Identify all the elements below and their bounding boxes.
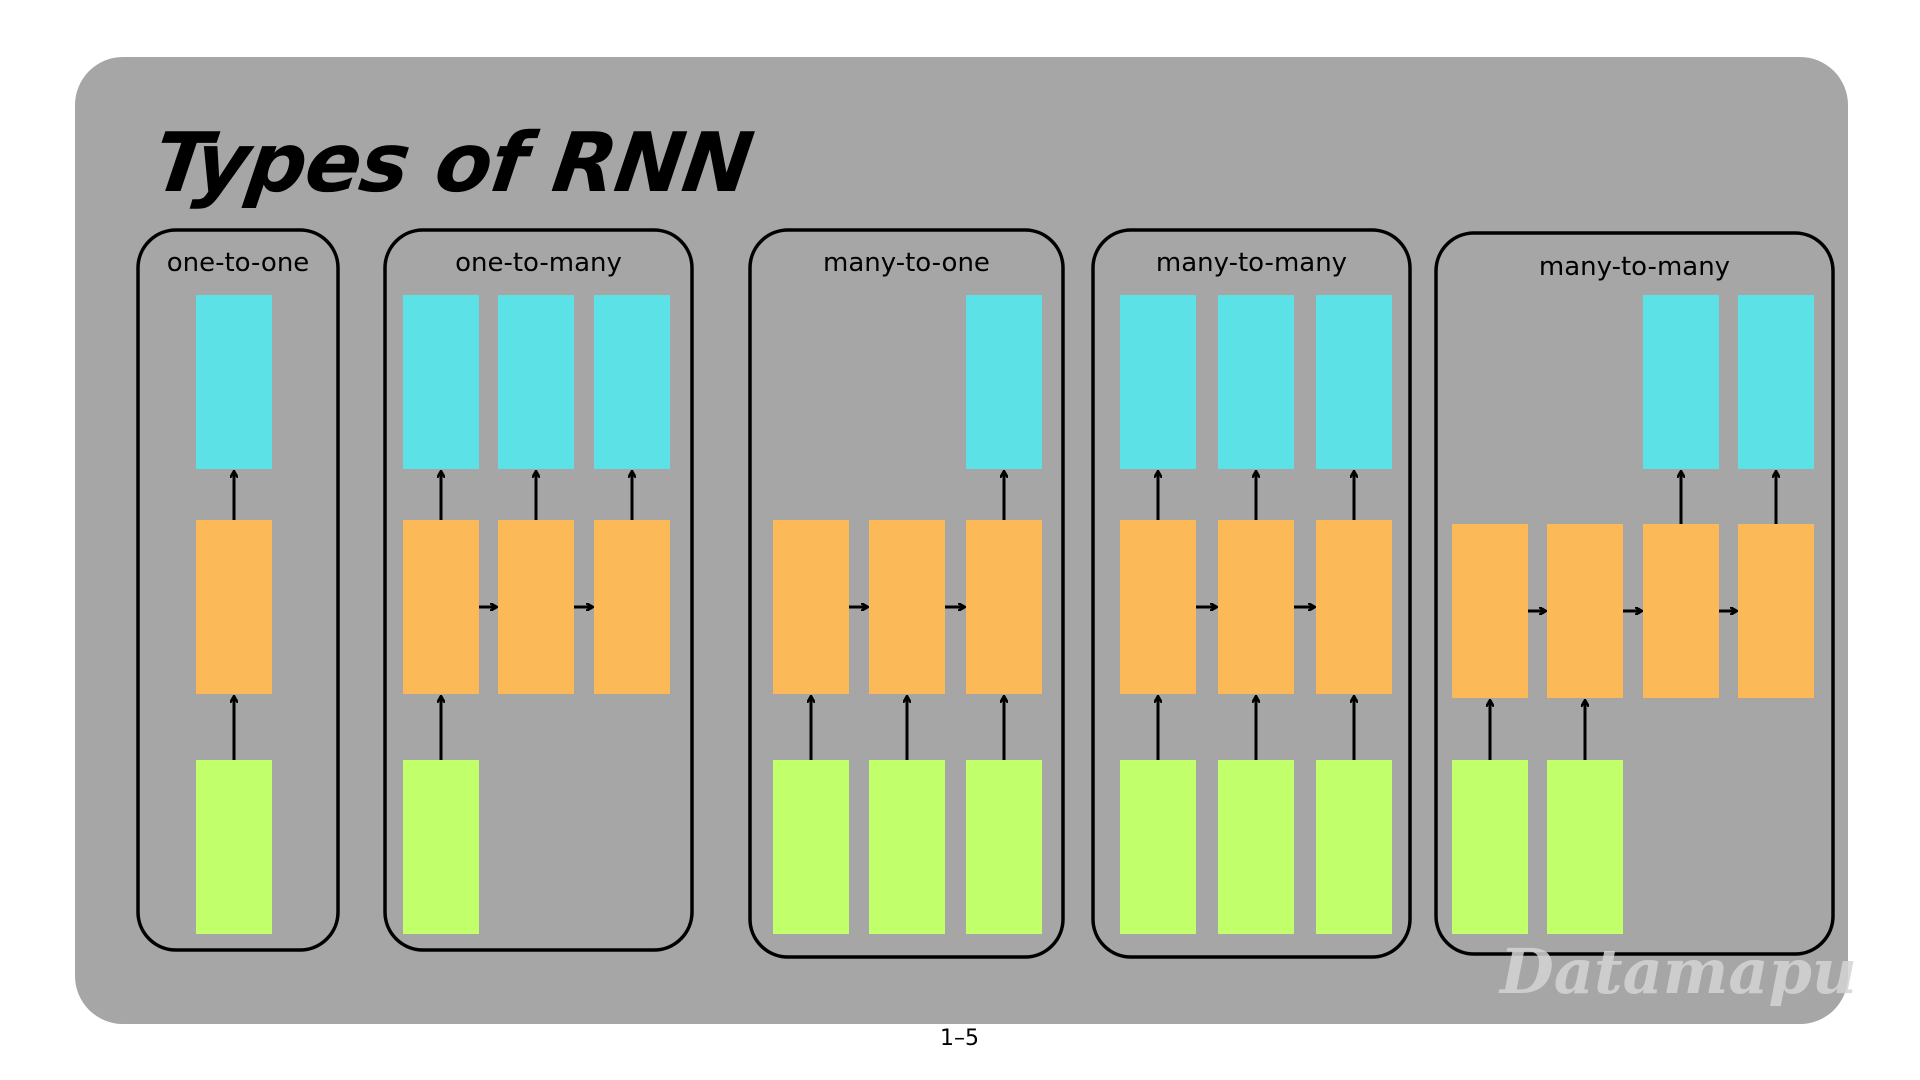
group-frame	[136, 228, 340, 952]
watermark-logo: Datamapu	[1500, 935, 1857, 1008]
output-box	[966, 295, 1042, 469]
hidden-state-box	[403, 520, 479, 694]
hidden-state-box	[196, 520, 272, 694]
output-box	[1643, 295, 1719, 469]
group-title: many-to-one	[823, 248, 990, 278]
hidden-state-box	[773, 520, 849, 694]
hidden-state-box	[1218, 520, 1294, 694]
input-box	[403, 760, 479, 934]
page-label: 1–5	[940, 1026, 979, 1051]
group-frame	[383, 228, 694, 952]
group-title: many-to-many	[1538, 252, 1731, 282]
output-box	[196, 295, 272, 469]
hidden-state-box	[498, 520, 574, 694]
group-title: many-to-many	[1155, 248, 1348, 278]
rnn-group-1	[136, 228, 340, 952]
group-title: one-to-one	[166, 248, 310, 278]
rnn-group-4	[1091, 228, 1412, 959]
hidden-state-box	[1120, 520, 1196, 694]
input-box	[1218, 760, 1294, 934]
hidden-state-box	[1547, 524, 1623, 698]
output-box	[1218, 295, 1294, 469]
output-box	[1316, 295, 1392, 469]
hidden-state-box	[1643, 524, 1719, 698]
output-box	[403, 295, 479, 469]
input-box	[1547, 760, 1623, 934]
input-box	[1120, 760, 1196, 934]
hidden-state-box	[1316, 520, 1392, 694]
output-box	[498, 295, 574, 469]
group-frame	[748, 228, 1065, 959]
hidden-state-box	[869, 520, 945, 694]
output-box	[1120, 295, 1196, 469]
input-box	[869, 760, 945, 934]
output-box	[1738, 295, 1814, 469]
rnn-group-3	[748, 228, 1065, 959]
input-box	[196, 760, 272, 934]
group-frame	[1091, 228, 1412, 959]
input-box	[773, 760, 849, 934]
group-frame	[1434, 231, 1835, 956]
hidden-state-box	[966, 520, 1042, 694]
output-box	[594, 295, 670, 469]
input-box	[966, 760, 1042, 934]
input-box	[1452, 760, 1528, 934]
hidden-state-box	[1452, 524, 1528, 698]
rnn-group-5	[1434, 231, 1835, 956]
rnn-group-2	[383, 228, 694, 952]
group-title: one-to-many	[455, 248, 622, 278]
input-box	[1316, 760, 1392, 934]
hidden-state-box	[1738, 524, 1814, 698]
hidden-state-box	[594, 520, 670, 694]
